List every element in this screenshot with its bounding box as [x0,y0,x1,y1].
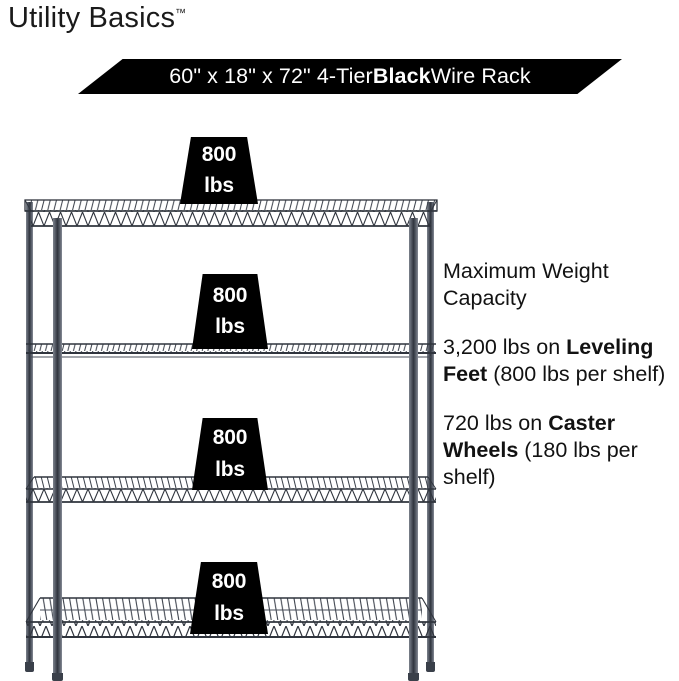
title-banner: 60" x 18" x 72" 4-Tier Black Wire Rack [78,59,622,94]
wire-rack-illustration: 800 lbs 800 lbs 800 lbs 800 lbs [22,137,440,681]
leveling-feet-emphasis: Leveling Feet [443,335,654,387]
capacity-badge-2-unit: lbs [215,315,245,338]
capacity-badge-1-unit: lbs [204,174,234,197]
capacity-badge-1: 800 lbs [180,137,258,204]
leveling-foot-back-right [426,662,435,672]
leveling-foot-front-right [408,673,419,681]
capacity-heading: Maximum Weight Capacity [443,259,609,311]
capacity-badge-1-value: 800 [201,142,237,166]
capacity-badge-3-unit: lbs [215,457,245,481]
banner-title-emphasis: Black [372,63,431,88]
brand-logo: Utility Basics™ [8,2,186,35]
rack-post-back-right [427,202,434,665]
caster-wheels-tail: (180 lbs per shelf) [443,438,638,490]
brand-name: Utility Basics [8,2,176,34]
capacity-badge-4-unit: lbs [214,601,244,625]
leveling-foot-front-left [52,673,63,681]
banner-title-prefix: 60" x 18" x 72" 4-Tier [169,63,373,88]
rack-post-front-left [53,218,62,676]
capacity-badge-2: 800 lbs [192,274,268,349]
rack-post-front-right [409,218,418,676]
shelf-1-wire-deck [24,199,438,227]
banner-title-suffix: Wire Rack [430,63,531,88]
caster-wheels-lead: 720 lbs on [443,411,549,436]
shelf-1 [22,198,440,234]
capacity-badge-3: 800 lbs [192,418,268,490]
leveling-feet-tail: (800 lbs per shelf) [487,362,666,387]
leveling-feet-spec: 3,200 lbs on Leveling Feet (800 lbs per … [443,334,679,388]
rack-post-back-left [26,202,33,665]
capacity-badge-3-value: 800 [212,426,248,450]
banner-background [78,59,622,94]
trademark-symbol: ™ [175,7,187,20]
capacity-badge-2-value: 800 [212,283,248,307]
capacity-badge-4: 800 lbs [190,562,268,634]
capacity-info: Maximum Weight Capacity 3,200 lbs on Lev… [443,258,679,492]
caster-wheels-emphasis: Caster Wheels [443,411,616,463]
leveling-feet-lead: 3,200 lbs on [443,335,567,360]
leveling-foot-back-left [25,662,34,672]
banner-title: 60" x 18" x 72" 4-Tier Black Wire Rack [78,59,622,94]
caster-wheels-spec: 720 lbs on Caster Wheels (180 lbs per sh… [443,410,679,491]
capacity-badge-4-value: 800 [211,570,247,594]
